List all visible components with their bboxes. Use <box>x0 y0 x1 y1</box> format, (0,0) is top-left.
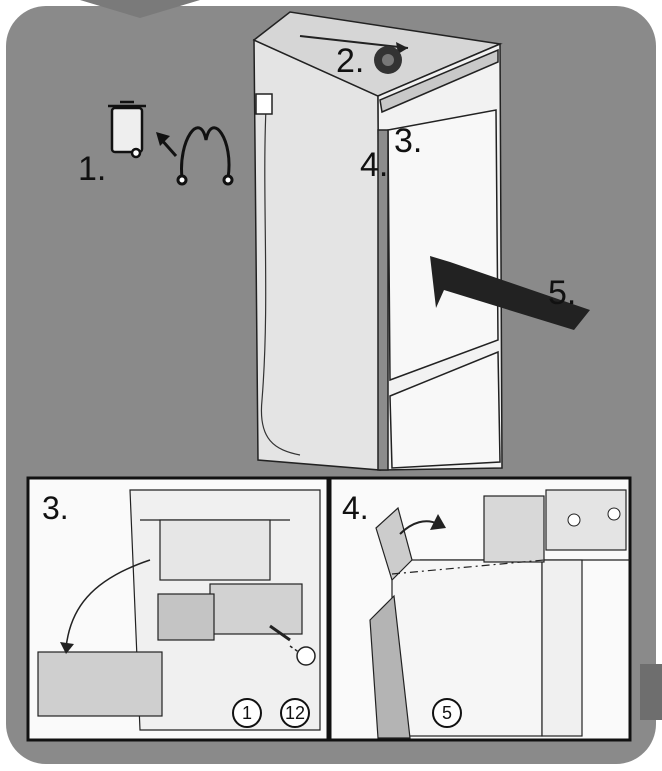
step-1-label: 1. <box>78 152 106 186</box>
fridge-illustration <box>254 12 502 470</box>
inset-right <box>330 478 630 740</box>
inset-left <box>28 478 328 740</box>
trash-bin-icon <box>108 102 146 157</box>
part-number-badge: 12 <box>280 698 310 728</box>
step-2-label: 2. <box>336 44 364 78</box>
part-number-badge: 5 <box>432 698 462 728</box>
inset-right-label: 4. <box>342 492 369 524</box>
step-3-label: 3. <box>394 124 422 158</box>
step-4-label: 4. <box>360 148 388 182</box>
parts-bag-icon <box>374 46 402 74</box>
page-tab <box>640 664 662 720</box>
inset-left-label: 3. <box>42 492 69 524</box>
step-5-label: 5. <box>548 276 576 310</box>
part-number-badge: 1 <box>232 698 262 728</box>
